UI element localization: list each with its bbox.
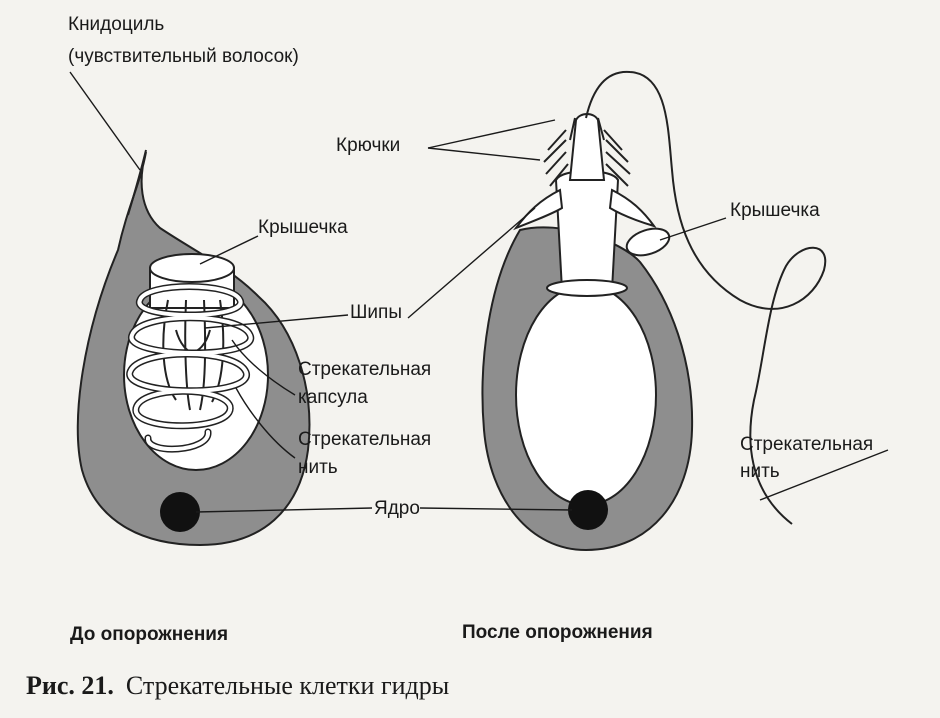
label-cnidocil-1: Книдоциль <box>68 14 164 35</box>
label-thread-right-2: нить <box>740 461 780 482</box>
cell-after <box>481 70 827 552</box>
label-thread-left-2: нить <box>298 457 338 478</box>
subtitle-before: До опорожнения <box>70 624 228 645</box>
label-lid-right: Крышечка <box>730 200 820 221</box>
hooks-after <box>543 117 631 187</box>
caption-text: Стрекательные клетки гидры <box>126 671 449 700</box>
capsule-after <box>515 284 657 506</box>
leader-lines <box>69 71 889 513</box>
cell-before <box>76 149 311 547</box>
label-capsule-1: Стрекательная <box>298 359 431 380</box>
label-cnidocil-2: (чувствительный волосок) <box>68 46 299 67</box>
caption-number: Рис. 21. <box>26 671 114 700</box>
nucleus-before <box>160 492 200 532</box>
label-capsule-2: капсула <box>298 387 368 408</box>
lid-after <box>625 227 671 257</box>
nucleus-after <box>568 490 608 530</box>
lid-before <box>149 253 235 283</box>
label-hooks: Крючки <box>336 135 400 156</box>
cnidocil-hair <box>127 149 147 216</box>
label-lid-left: Крышечка <box>258 217 348 238</box>
label-thread-left-1: Стрекательная <box>298 429 431 450</box>
label-thread-right-1: Стрекательная <box>740 434 873 455</box>
thread-coil-before <box>126 283 254 453</box>
label-spines: Шипы <box>350 302 402 323</box>
label-nucleus: Ядро <box>374 498 420 519</box>
thread-after <box>585 70 827 525</box>
figure-caption: Рис. 21. Стрекательные клетки гидры <box>26 671 449 700</box>
subtitle-after: После опорожнения <box>462 622 653 643</box>
